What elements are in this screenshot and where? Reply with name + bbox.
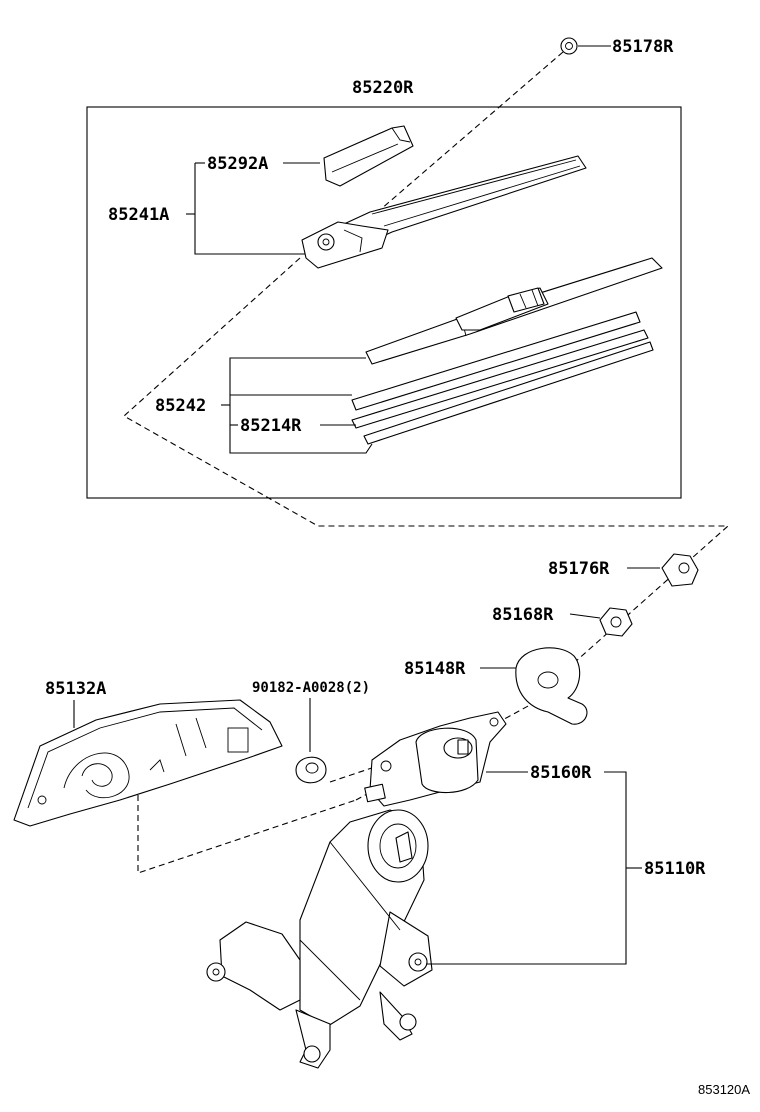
label-85176r: 85176R [548,559,610,579]
label-85168r: 85168R [492,605,554,625]
label-85160r: 85160R [530,763,592,783]
bracket-85241a [186,162,320,255]
wiper-arm-part [301,155,587,269]
label-85132a: 85132A [45,679,106,699]
bracket-85242 [221,357,373,454]
motor-cover-part [13,699,283,827]
wiper-motor-part [206,809,433,1069]
label-85241a: 85241A [108,205,169,225]
label-85110r: 85110R [644,859,706,879]
packing-part [515,647,588,725]
label-85178r: 85178R [612,37,674,57]
label-85220r: 85220R [352,78,414,98]
label-85292a: 85292A [207,154,268,174]
bracket-85110r [426,771,642,965]
label-85214r: 85214R [240,416,302,436]
grommet-part [295,756,327,784]
label-90182-a0028: 90182-A0028(2) [252,680,370,696]
wiper-cover-part [323,125,414,187]
cap-part [661,553,699,587]
figure-id: 853120A [698,1082,750,1097]
pivot-bracket-part [364,711,507,807]
wiper-blade-part [351,257,663,445]
cap-nut-part [560,37,578,55]
nut-part [599,607,633,637]
label-85148r: 85148R [404,659,466,679]
label-85242: 85242 [155,396,206,416]
wiper-arm-assembly-box [86,106,682,499]
